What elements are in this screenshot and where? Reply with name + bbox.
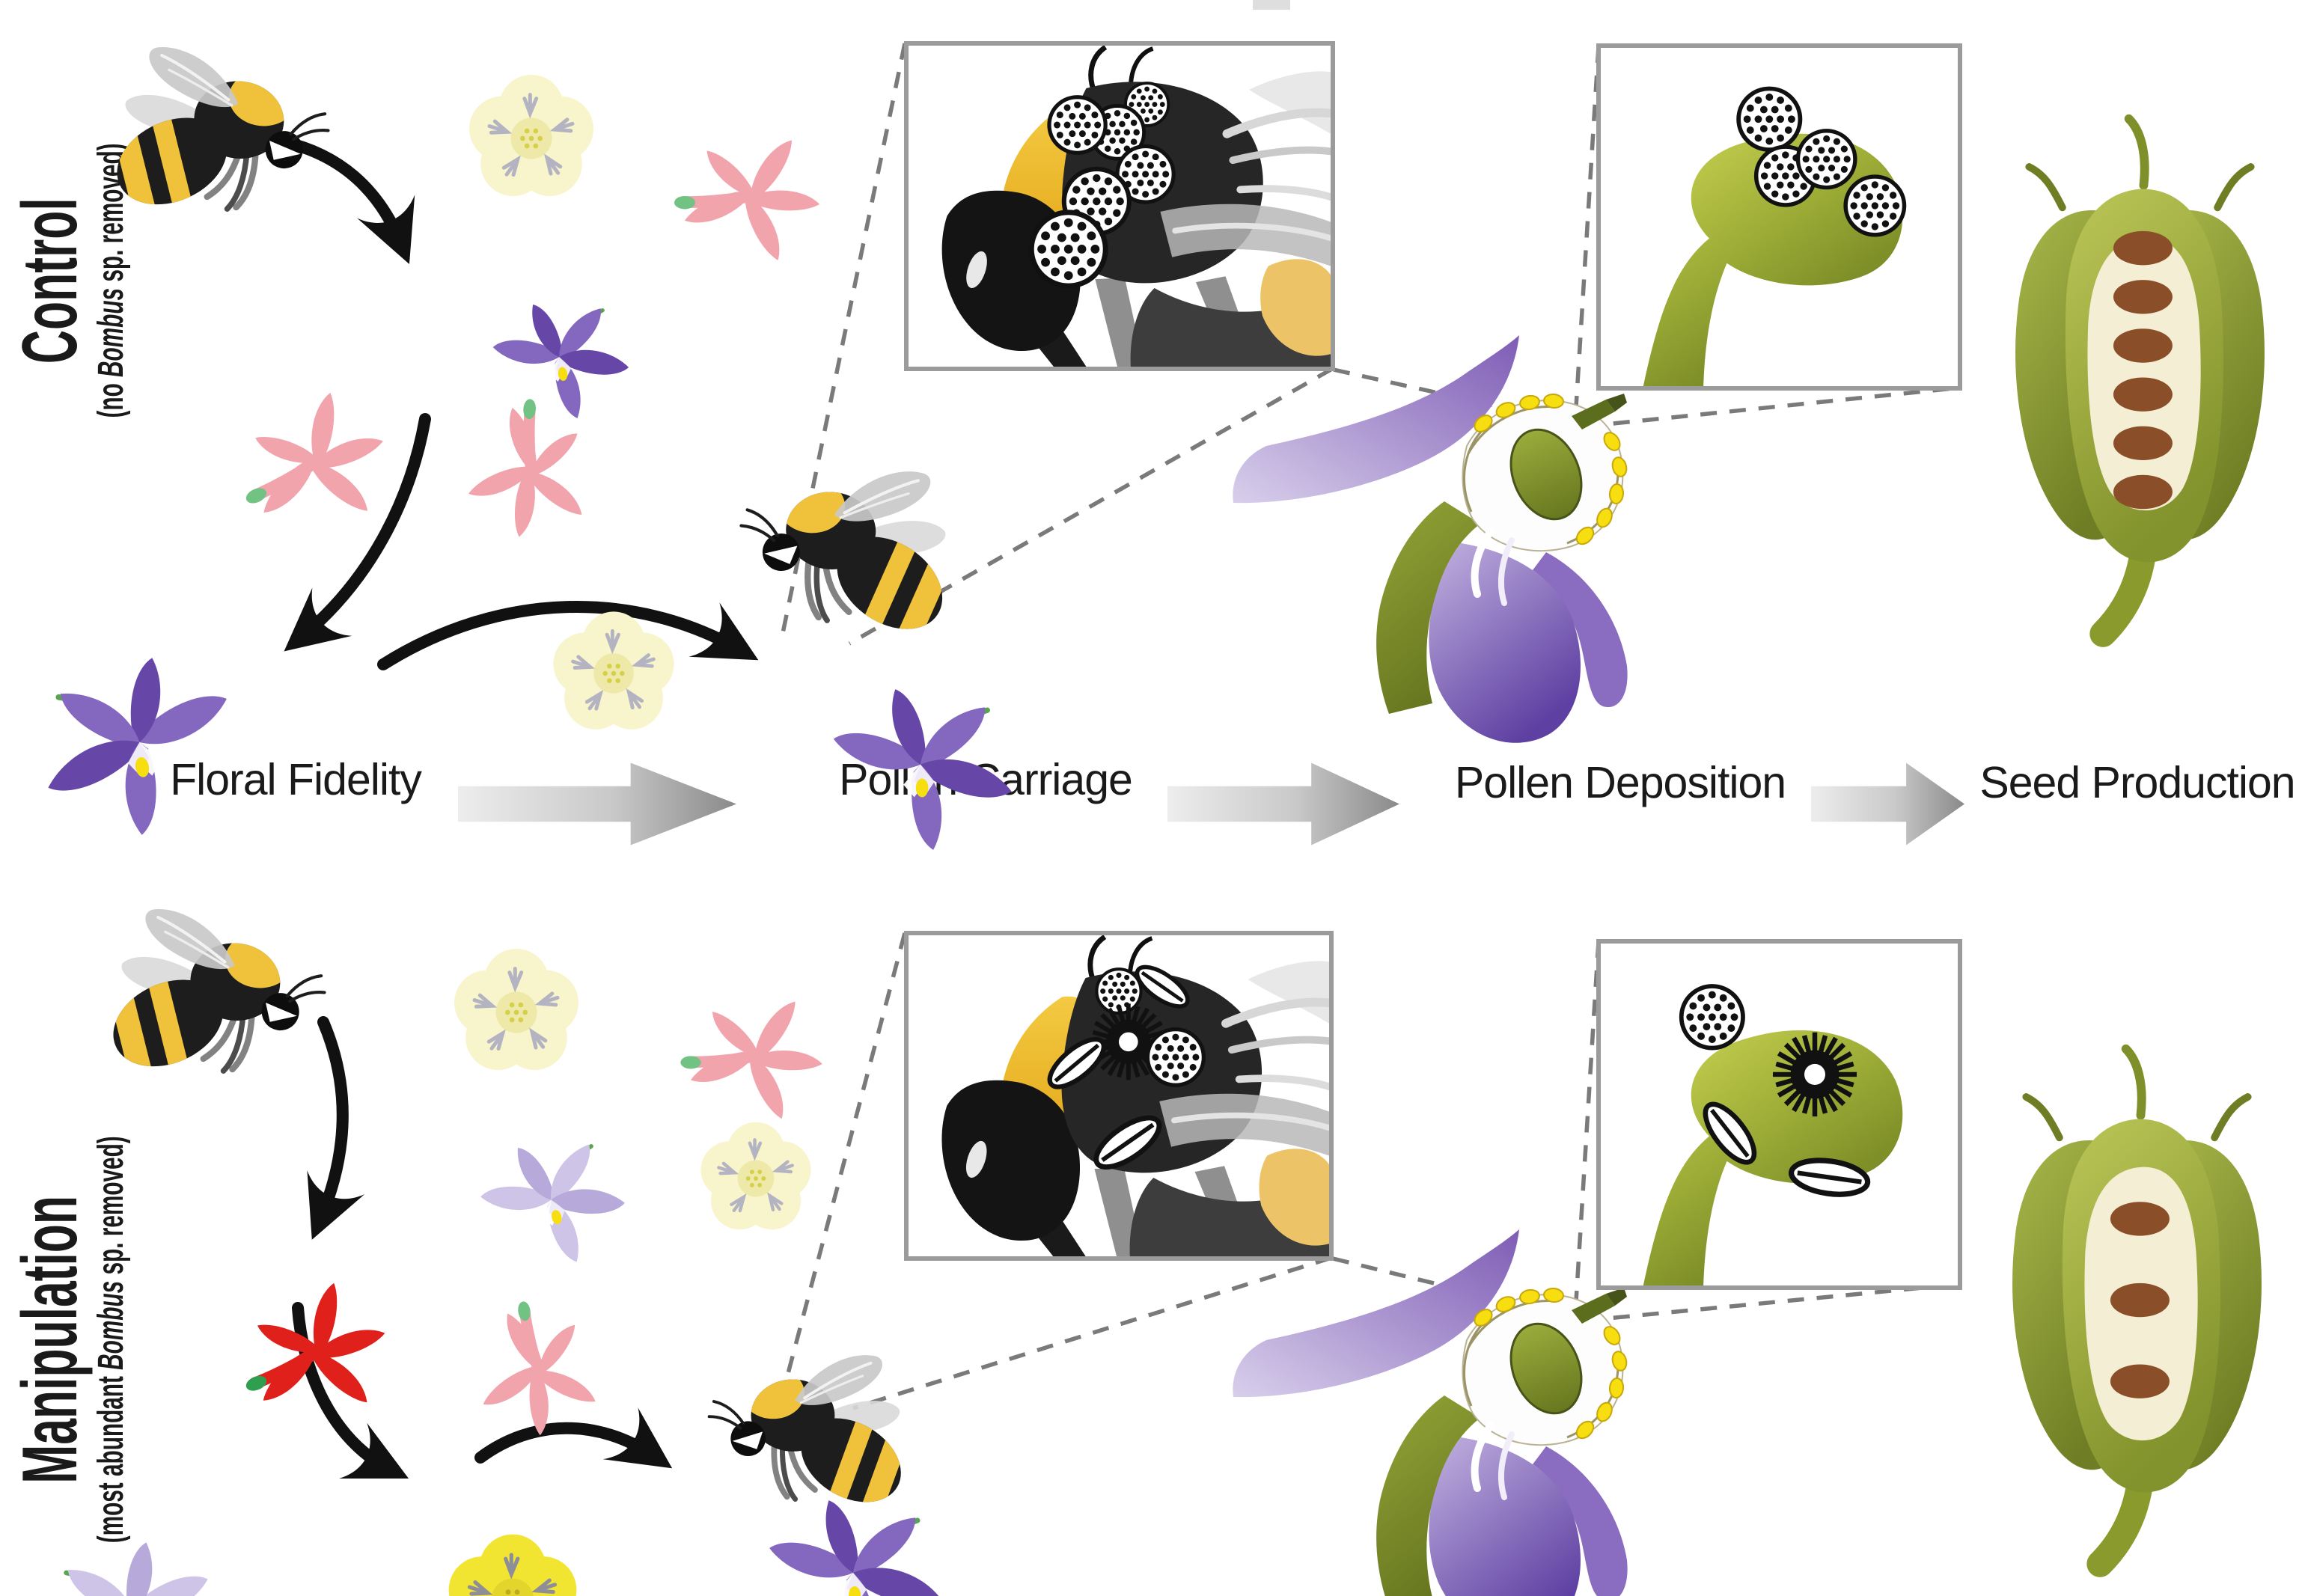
stigma-closeup-illustration [1643, 944, 1903, 1285]
stage-label-floral-fidelity: Floral Fidelity [170, 755, 422, 804]
yellow-flower-icon [378, 1465, 513, 1596]
pollen-grain-spot-icon [1147, 1030, 1203, 1086]
pollen-grain-spot-icon [1798, 131, 1854, 188]
pollen-grain-spot-icon [1682, 986, 1743, 1048]
pink-gilia-flower-icon [539, 1227, 708, 1396]
cream-flower-icon [385, 881, 516, 1012]
seed [2113, 280, 2173, 314]
flight-arrow [292, 1302, 409, 1479]
pollen-deposition-inset-manipulation [1596, 939, 1962, 1290]
stigma-closeup-illustration [1643, 48, 1958, 386]
red-gilia-flower-icon [144, 1192, 316, 1363]
pollen-grain-spot-icon [1845, 177, 1904, 235]
seed [2113, 377, 2173, 412]
seed [2113, 328, 2173, 363]
seed [2110, 1202, 2170, 1236]
bumblebee-icon [100, 896, 342, 1105]
page-edge-artifact [1253, 0, 1290, 10]
pollen-grain-spot-icon [1738, 88, 1800, 150]
bee-closeup-illustration [909, 935, 1329, 1256]
flight-arrow [307, 1016, 365, 1240]
pollen-deposition-inset-control [1596, 43, 1962, 391]
bee-closeup-illustration [909, 46, 1331, 367]
seed [2110, 1282, 2170, 1318]
cream-flower-icon [400, 7, 531, 138]
cream-flower-icon [640, 1063, 756, 1178]
purple-flower-icon [391, 215, 560, 378]
cream-flower-icon [486, 546, 614, 673]
seed-pod-icon [1989, 979, 2285, 1570]
seeds [2110, 1202, 2170, 1398]
faded-purple-flower-icon [109, 1413, 314, 1596]
seed [2113, 426, 2173, 461]
bumblebee-icon [700, 1347, 909, 1521]
pollen-grain-spot-icon [1096, 969, 1141, 1013]
pollen-grain-spiky-icon [1773, 1033, 1857, 1116]
pollen-grain-spot-icon [1031, 213, 1105, 286]
stage-label-pollen-deposition: Pollen Deposition [1454, 758, 1786, 807]
flight-arrow [474, 1407, 673, 1469]
pollen-carriage-inset-manipulation [904, 931, 1334, 1261]
stage-label-seed-production: Seed Production [1979, 758, 2295, 807]
pink-gilia-flower-icon [138, 302, 314, 479]
bumblebee-icon [103, 34, 346, 243]
flight-arrow [284, 413, 431, 652]
seed [2110, 1364, 2170, 1398]
seed [2113, 474, 2173, 510]
flower-cross-section-icon [1220, 1222, 1661, 1596]
seed [2113, 230, 2173, 266]
flower-cross-section-icon [1220, 328, 1661, 762]
seeds [2113, 230, 2173, 510]
pollen-grain-spot-icon [1049, 97, 1105, 153]
bumblebee-icon [724, 450, 961, 652]
pollen-carriage-inset-control [904, 41, 1335, 371]
seed-pod-icon [1992, 49, 2288, 640]
flight-arrow [377, 601, 759, 670]
purple-flower-icon [103, 499, 353, 742]
